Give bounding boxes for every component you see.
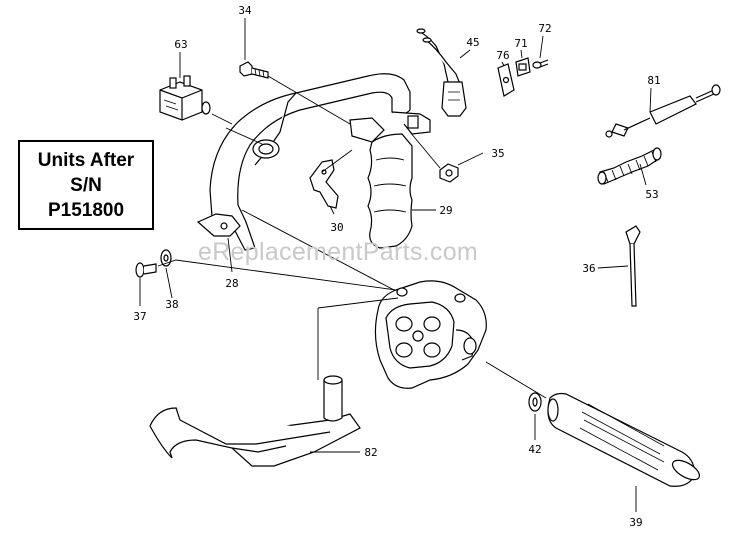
part-36-pin — [625, 225, 641, 307]
part-71-clip — [515, 57, 531, 77]
callout-29: 29 — [439, 204, 452, 217]
callout-42: 42 — [528, 443, 541, 456]
part-29-grip — [349, 117, 413, 249]
watermark-text: eReplacementParts.com — [198, 238, 479, 266]
units-note-line-1: Units After — [37, 149, 135, 171]
units-note-line-2: S/N — [70, 174, 102, 196]
callout-81: 81 — [647, 74, 660, 87]
part-63-switch — [159, 75, 211, 121]
part-37-screw — [135, 262, 157, 278]
part-82-bracket — [149, 375, 361, 467]
part-42-washer — [528, 392, 542, 412]
callout-76: 76 — [496, 49, 509, 62]
callout-36: 36 — [582, 262, 595, 275]
callout-71: 71 — [514, 37, 527, 50]
units-note-line-3: P151800 — [47, 199, 125, 221]
leader-lines — [139, 18, 652, 512]
callout-labels: 34 63 45 72 71 76 81 35 53 29 30 28 36 3… — [133, 4, 660, 529]
part-housing — [374, 280, 487, 389]
part-81-cable — [605, 84, 721, 138]
callout-45: 45 — [466, 36, 479, 49]
units-after-note: Units After S/N P151800 — [18, 140, 154, 230]
part-38-washer — [160, 249, 172, 267]
part-53-spring — [597, 147, 662, 185]
part-72-screw — [532, 59, 549, 69]
part-34-bolt — [239, 61, 269, 79]
callout-34: 34 — [238, 4, 252, 17]
part-45-wire — [416, 28, 467, 117]
callout-35: 35 — [491, 147, 504, 160]
callout-28: 28 — [225, 277, 238, 290]
callout-37: 37 — [133, 310, 146, 323]
callout-63: 63 — [174, 38, 187, 51]
part-35-nut — [439, 163, 459, 183]
callout-53: 53 — [645, 188, 658, 201]
part-76-plate — [497, 63, 515, 97]
callout-72: 72 — [538, 22, 551, 35]
callout-39: 39 — [629, 516, 642, 529]
part-28-handle-frame — [196, 73, 431, 251]
part-30-lever — [309, 159, 339, 209]
callout-38: 38 — [165, 298, 178, 311]
part-39-handle — [547, 392, 701, 487]
callout-30: 30 — [330, 221, 343, 234]
callout-82: 82 — [364, 446, 377, 459]
